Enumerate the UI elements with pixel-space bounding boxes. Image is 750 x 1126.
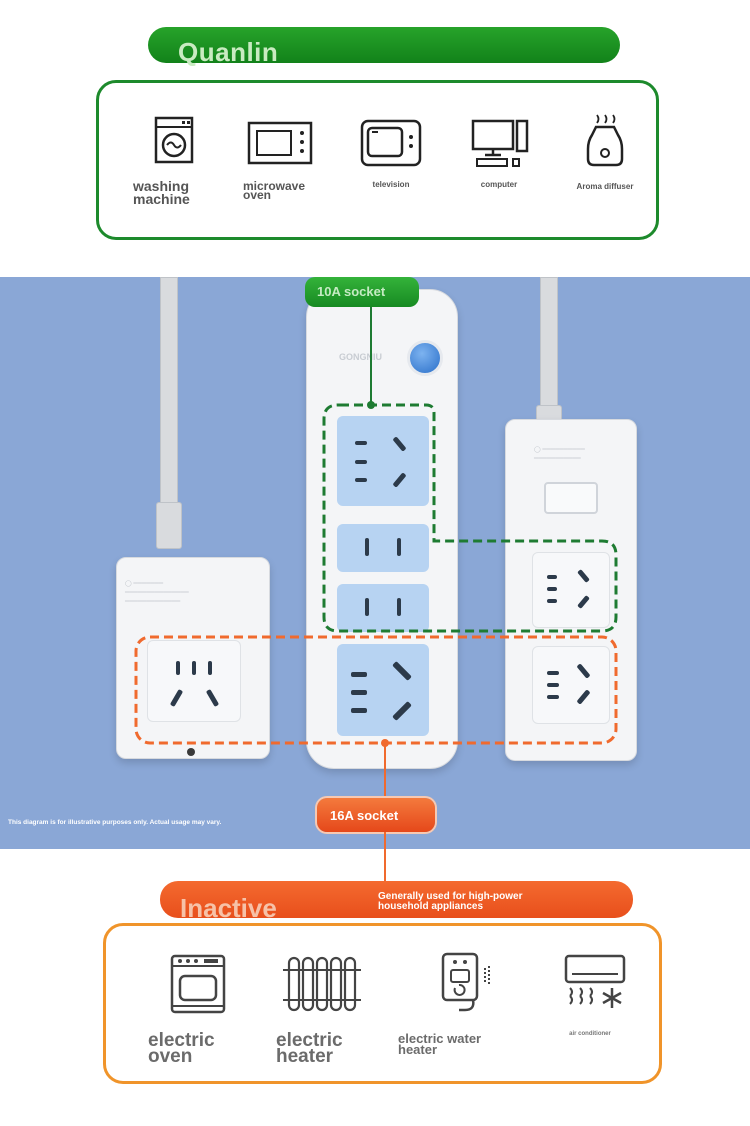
television-label: television <box>372 180 410 189</box>
left-cable-sleeve <box>156 502 182 549</box>
tag-16a-socket: 16A socket <box>317 798 435 832</box>
electric-oven-label: electric oven <box>148 1030 215 1067</box>
aroma-diffuser-label: Aroma diffuser <box>576 182 634 191</box>
socket-highlight-outlines <box>134 277 618 849</box>
high-power-title: Inactive <box>180 893 277 923</box>
right-strip-embossed-text: ◯ ═════════════════════ <box>534 447 585 462</box>
power-strip-illustration: ◯ ═══════════════════════════════════ GO… <box>0 277 750 849</box>
disclaimer-text: This diagram is for illustrative purpose… <box>8 819 222 826</box>
microwave-label: microwave oven <box>243 179 306 202</box>
orange-16a-outline <box>134 635 618 745</box>
low-power-appliances-panel: washing machine microwave oven televisio… <box>96 80 659 240</box>
high-power-appliances-panel: electric oven electric heater electric w… <box>103 923 662 1084</box>
tag-16a-label: 16A socket <box>330 808 399 823</box>
appliance-electric-water-heater: electric water heater <box>398 950 518 1057</box>
computer-icon <box>471 119 529 167</box>
appliance-television: television <box>351 117 431 189</box>
appliance-washing-machine: washing machine <box>125 115 205 206</box>
brand-title: Quanlin <box>178 37 279 67</box>
electric-heater-icon <box>283 956 361 1012</box>
right-strip-16a-socket <box>532 646 610 724</box>
microwave-icon <box>247 121 313 165</box>
washing-machine-label: washing machine <box>133 178 190 207</box>
electric-heater-label: electric heater <box>276 1030 343 1067</box>
orange-connector-lower <box>384 832 386 882</box>
center-10a-socket-1 <box>337 416 429 506</box>
left-box-embossed-text: ◯ ═══════════════════════════════════ <box>125 581 189 605</box>
right-strip-10a-socket <box>532 552 610 628</box>
aroma-diffuser-icon <box>586 114 624 167</box>
electric-oven-icon <box>170 954 226 1014</box>
appliance-electric-heater: electric heater <box>272 952 372 1067</box>
center-10a-socket-3 <box>337 584 429 632</box>
brand-banner: Quanlin <box>148 27 620 67</box>
appliance-air-conditioner: air conditioner <box>540 952 640 1037</box>
left-box-screw <box>187 748 195 756</box>
air-conditioner-icon <box>564 954 626 1008</box>
electric-water-heater-icon <box>441 952 490 1012</box>
appliance-electric-oven: electric oven <box>144 952 244 1067</box>
high-power-note: Generally used for high-power household … <box>378 891 523 912</box>
tag-10a-label: 10A socket <box>317 284 386 299</box>
high-power-banner: Inactive Generally used for high-power h… <box>160 881 633 923</box>
left-box-16a-socket <box>147 640 241 722</box>
appliance-microwave: microwave oven <box>239 119 319 202</box>
right-strip-switch[interactable] <box>544 482 598 514</box>
appliance-computer: computer <box>459 117 539 189</box>
center-16a-socket <box>337 644 429 736</box>
television-icon <box>360 119 422 167</box>
appliance-aroma-diffuser: Aroma diffuser <box>565 113 645 191</box>
power-switch-button[interactable] <box>407 340 443 376</box>
strip-brand-embossed: GONGNIU <box>339 352 383 362</box>
center-10a-socket-2 <box>337 524 429 572</box>
left-power-box: ◯ ═══════════════════════════════════ <box>116 557 270 759</box>
tag-10a-socket: 10A socket <box>305 277 419 307</box>
electric-water-heater-label: electric water heater <box>398 1031 482 1057</box>
air-conditioner-label: air conditioner <box>569 1031 611 1037</box>
computer-label: computer <box>480 180 518 189</box>
washing-machine-icon <box>154 116 194 164</box>
green-10a-outline <box>322 403 618 633</box>
